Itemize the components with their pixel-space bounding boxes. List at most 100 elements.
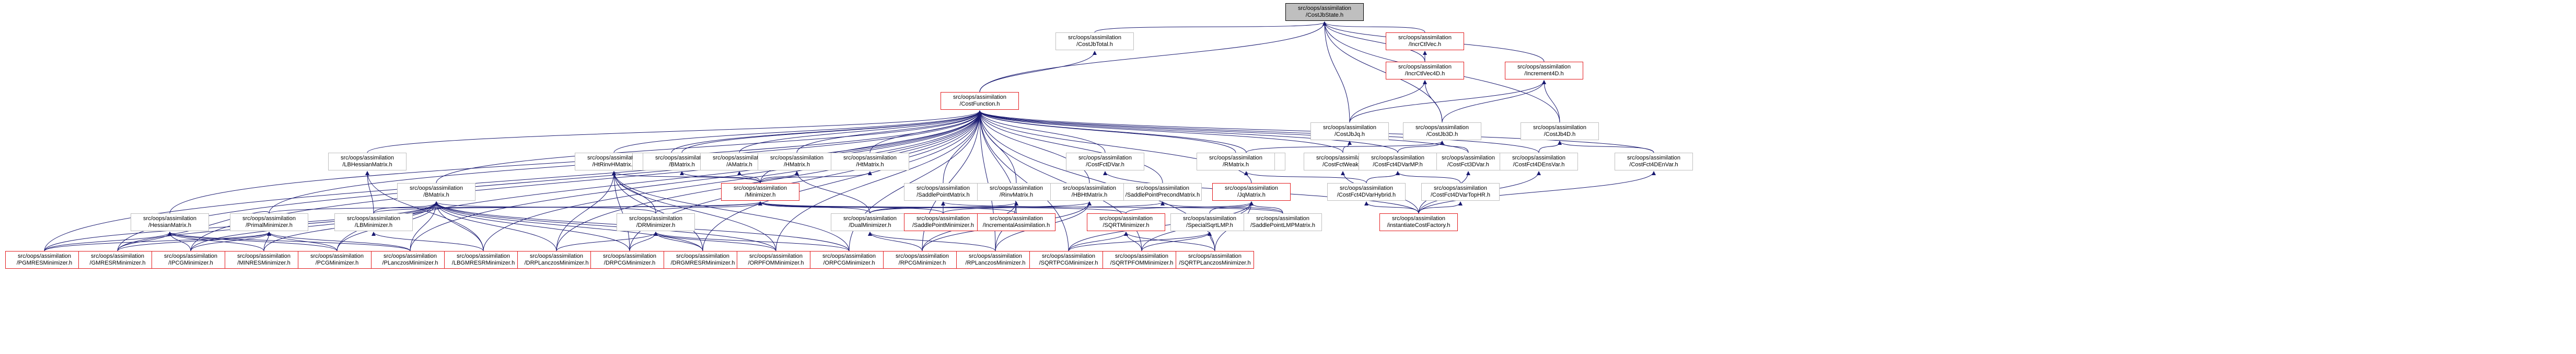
header-node-rmatrix[interactable]: src/oops/assimilation/RMatrix.h xyxy=(1197,153,1275,170)
header-node-jbj[interactable]: src/oops/assimilation/CostJbJq.h xyxy=(1310,122,1389,140)
header-node-jqmatrix[interactable]: src/oops/assimilation/JqMatrix.h xyxy=(1212,183,1291,201)
include-edge xyxy=(655,201,762,214)
header-node-saddleprec[interactable]: src/oops/assimilation/SaddlePointPrecond… xyxy=(1123,183,1202,201)
include-edge xyxy=(1418,171,1656,214)
node-filename: /CostFct3DVar.h xyxy=(1447,162,1489,168)
header-node-planczos[interactable]: src/oops/assimilation/PLanczosMinimizer.… xyxy=(371,251,449,269)
node-filename: /CostFctWeak.h xyxy=(1322,162,1364,168)
node-prefix: src/oops/assimilation xyxy=(822,253,876,259)
header-node-saddlemat[interactable]: src/oops/assimilation/SaddlePointMatrix.… xyxy=(904,183,982,201)
node-prefix: src/oops/assimilation xyxy=(1256,215,1310,222)
node-prefix: src/oops/assimilation xyxy=(1512,155,1566,161)
node-filename: /PGMRESMinimizer.h xyxy=(16,260,73,266)
node-filename: /CostJbJq.h xyxy=(1334,131,1365,138)
header-node-hessian[interactable]: src/oops/assimilation/HessianMatrix.h xyxy=(131,213,209,231)
header-node-incrctl4d[interactable]: src/oops/assimilation/IncrCtlVec4D.h xyxy=(1386,62,1464,79)
header-node-drgmres[interactable]: src/oops/assimilation/DRGMRESRMinimizer.… xyxy=(664,251,742,269)
node-filename: /HBHtMatrix.h xyxy=(1071,192,1108,198)
header-node-jb3d[interactable]: src/oops/assimilation/CostJb3D.h xyxy=(1403,122,1481,140)
node-filename: /CostJbState.h xyxy=(1305,12,1344,18)
header-node-hmatrix[interactable]: src/oops/assimilation/HMatrix.h xyxy=(758,153,836,170)
header-node-pgmres[interactable]: src/oops/assimilation/PGMRESMinimizer.h xyxy=(5,251,84,269)
header-node-orpfom[interactable]: src/oops/assimilation/ORPFOMMinimizer.h xyxy=(737,251,815,269)
header-node-lbhess[interactable]: src/oops/assimilation/LBHessianMatrix.h xyxy=(328,153,407,170)
header-node-saddlelmp[interactable]: src/oops/assimilation/SaddlePointLMPMatr… xyxy=(1244,213,1322,231)
header-node-cfdvar[interactable]: src/oops/assimilation/CostFct3DVar.h xyxy=(1429,153,1507,170)
header-node-incrassim[interactable]: src/oops/assimilation/IncrementalAssimil… xyxy=(977,213,1055,231)
include-edge xyxy=(1094,21,1327,33)
header-node-hbhtmatrix[interactable]: src/oops/assimilation/HBHtMatrix.h xyxy=(1050,183,1129,201)
node-prefix: src/oops/assimilation xyxy=(712,155,767,161)
header-node-jbtotal[interactable]: src/oops/assimilation/CostJbTotal.h xyxy=(1055,32,1134,50)
header-node-minres[interactable]: src/oops/assimilation/MINRESMinimizer.h xyxy=(225,251,303,269)
include-edge xyxy=(978,110,1236,153)
include-edge xyxy=(267,232,338,252)
node-filename: /GMRESRMinimizer.h xyxy=(89,260,146,266)
node-filename: /SaddlePointLMPMatrix.h xyxy=(1250,222,1316,229)
include-edge xyxy=(1396,171,1461,184)
header-node-rinv[interactable]: src/oops/assimilation/RinvMatrix.h xyxy=(977,183,1055,201)
header-node-pcg[interactable]: src/oops/assimilation/PCGMinimizer.h xyxy=(298,251,376,269)
header-node-rplanczos[interactable]: src/oops/assimilation/RPLanczosMinimizer… xyxy=(956,251,1035,269)
node-filename: /CostFct4DVarMP.h xyxy=(1373,162,1423,168)
header-node-sqrtpfom[interactable]: src/oops/assimilation/SQRTPFOMMinimizer.… xyxy=(1103,251,1181,269)
header-node-cfens[interactable]: src/oops/assimilation/CostFct4DEnVar.h xyxy=(1615,153,1693,170)
node-filename: /SaddlePointMinimizer.h xyxy=(912,222,974,229)
node-filename: /CostJbTotal.h xyxy=(1076,41,1113,48)
include-edge xyxy=(758,201,871,214)
node-prefix: src/oops/assimilation xyxy=(409,185,463,191)
node-filename: /PLanczosMinimizer.h xyxy=(382,260,438,266)
include-edge xyxy=(1068,232,1212,252)
node-prefix: src/oops/assimilation xyxy=(629,215,683,222)
header-node-gmresr[interactable]: src/oops/assimilation/GMRESRMinimizer.h xyxy=(78,251,157,269)
include-edge xyxy=(44,232,271,252)
header-node-sqrtpcg[interactable]: src/oops/assimilation/SQRTPCGMinimizer.h xyxy=(1029,251,1108,269)
include-edge xyxy=(1366,171,1400,184)
node-filename: /CostJb3D.h xyxy=(1426,131,1458,138)
header-node-dualmin[interactable]: src/oops/assimilation/DualMinimizer.h xyxy=(831,213,909,231)
header-node-htmatrix[interactable]: src/oops/assimilation/HtMatrix.h xyxy=(831,153,909,170)
header-node-incr4d[interactable]: src/oops/assimilation/Increment4D.h xyxy=(1505,62,1583,79)
node-prefix: src/oops/assimilation xyxy=(602,253,657,259)
header-node-drminimizer[interactable]: src/oops/assimilation/DRMinimizer.h xyxy=(617,213,695,231)
node-filename: /instantiateCostFactory.h xyxy=(1387,222,1451,229)
header-node-sqrtmin[interactable]: src/oops/assimilation/SQRTMinimizer.h xyxy=(1087,213,1165,231)
node-prefix: src/oops/assimilation xyxy=(916,215,970,222)
header-node-costfn[interactable]: src/oops/assimilation/CostFunction.h xyxy=(941,92,1019,110)
header-node-cfhybrid[interactable]: src/oops/assimilation/CostFct4DVarHybrid… xyxy=(1327,183,1406,201)
header-node-minimizer[interactable]: src/oops/assimilation/Minimizer.h xyxy=(721,183,799,201)
header-node-cf4dvarmp[interactable]: src/oops/assimilation/CostFct4DVarMP.h xyxy=(1359,153,1437,170)
node-prefix: src/oops/assimilation xyxy=(529,253,584,259)
header-node-rpcg[interactable]: src/oops/assimilation/RPCGMinimizer.h xyxy=(883,251,961,269)
header-node-jb4d[interactable]: src/oops/assimilation/CostJb4D.h xyxy=(1521,122,1599,140)
header-node-cftoph[interactable]: src/oops/assimilation/CostFct4DVarTopHR.… xyxy=(1421,183,1500,201)
header-node-cf4denvar[interactable]: src/oops/assimilation/CostFct4DEnsVar.h xyxy=(1500,153,1578,170)
include-edge xyxy=(556,110,982,252)
include-edge xyxy=(1141,232,1212,252)
include-edge xyxy=(775,110,982,252)
header-node-root[interactable]: src/oops/assimilation/CostJbState.h xyxy=(1285,3,1364,21)
header-node-drplanczos[interactable]: src/oops/assimilation/DRPLanczosMinimize… xyxy=(517,251,596,269)
include-edge xyxy=(978,110,1469,153)
node-filename: /CostFunction.h xyxy=(959,101,1000,107)
header-node-cfdvarfgat[interactable]: src/oops/assimilation/CostFctDVar.h xyxy=(1066,153,1144,170)
header-node-sqrtplanczos[interactable]: src/oops/assimilation/SQRTPLanczosMinimi… xyxy=(1176,251,1254,269)
header-node-bmatrix[interactable]: src/oops/assimilation/BMatrix.h xyxy=(397,183,475,201)
header-node-lbgmres[interactable]: src/oops/assimilation/LBGMRESRMinimizer.… xyxy=(444,251,523,269)
include-edge xyxy=(434,201,703,252)
header-node-factory[interactable]: src/oops/assimilation/instantiateCostFac… xyxy=(1379,213,1458,231)
header-node-drpcg[interactable]: src/oops/assimilation/DRPCGMinimizer.h xyxy=(590,251,669,269)
header-node-saddlemin[interactable]: src/oops/assimilation/SaddlePointMinimiz… xyxy=(904,213,982,231)
node-prefix: src/oops/assimilation xyxy=(1371,155,1425,161)
node-prefix: src/oops/assimilation xyxy=(346,215,401,222)
header-node-orpcg[interactable]: src/oops/assimilation/ORPCGMinimizer.h xyxy=(810,251,888,269)
header-node-bmat2[interactable]: src/oops/assimilation/BMatrix.h xyxy=(643,153,721,170)
header-node-incrcfg[interactable]: src/oops/assimilation/IncrCtlVec.h xyxy=(1386,32,1464,50)
header-node-lbminimizer[interactable]: src/oops/assimilation/LBMinimizer.h xyxy=(334,213,413,231)
node-prefix: src/oops/assimilation xyxy=(916,185,970,191)
header-node-ipcg[interactable]: src/oops/assimilation/IPCGMinimizer.h xyxy=(152,251,230,269)
header-node-specialsqrt[interactable]: src/oops/assimilation/SpecialSqrtLMP.h xyxy=(1170,213,1249,231)
include-edge xyxy=(681,110,982,153)
header-node-primal[interactable]: src/oops/assimilation/PrimalMinimizer.h xyxy=(230,213,308,231)
